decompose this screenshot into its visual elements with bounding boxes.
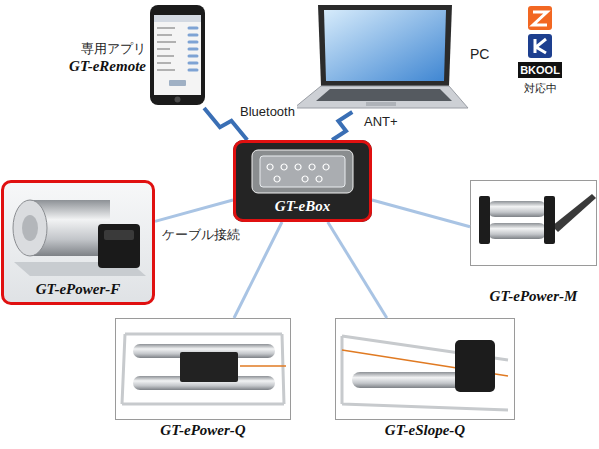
photo-frame: [471, 181, 597, 266]
drum-end: [13, 200, 47, 256]
end-block: [479, 196, 490, 244]
node-text: 専用アプリ: [81, 40, 146, 58]
ebox-screws: [267, 164, 329, 182]
ebox-illustration: [233, 140, 372, 222]
cable-line: [372, 200, 470, 227]
pc-node: PC: [292, 2, 492, 112]
app-button: [169, 80, 186, 86]
node-text: PC: [470, 46, 489, 62]
laptop-keyboard: [316, 89, 452, 101]
node-text: GT-eBox: [236, 198, 369, 215]
laptop-base: [294, 86, 468, 108]
drum-hub: [22, 215, 38, 241]
phone-screen: [154, 15, 201, 95]
photo-frame: [116, 319, 291, 420]
link-label: ANT+: [362, 114, 400, 129]
link-label: Bluetooth: [238, 104, 297, 119]
motor-unit: [98, 224, 140, 268]
home-button: [175, 97, 181, 103]
laptop-touchpad: [366, 102, 396, 106]
logo-text: BKOOL: [518, 62, 562, 78]
node-text: GT-ePower-Q: [115, 422, 291, 439]
roller-unit: GT-ePower-M: [470, 180, 597, 308]
end-block: [544, 196, 555, 244]
zwift-logo: [528, 6, 552, 30]
note-text: 対応中: [518, 81, 562, 96]
laptop-screen: [324, 10, 446, 81]
app-rows: [157, 28, 176, 70]
frame-rails: [342, 336, 508, 410]
laptop-bezel: [318, 5, 452, 86]
rear-roller: [487, 223, 547, 239]
epower-f-illustration: [2, 181, 154, 304]
node-text: GT-ePower-F: [4, 281, 152, 298]
node-text: GT-eRemote: [69, 58, 146, 75]
roller-unit: GT-ePower-Q: [115, 318, 291, 442]
controller-box: GT-eBox: [233, 140, 372, 222]
cable-line: [328, 222, 387, 318]
motor-detail: [104, 230, 134, 240]
zwift-mark: [533, 12, 547, 25]
ebox-lid: [260, 156, 345, 187]
cable-line: [155, 200, 233, 221]
roller-unit: GT-ePower-F: [1, 180, 155, 305]
render-ground: [2, 181, 154, 304]
ebox-photo-ground: [233, 140, 372, 222]
epower-q-illustration: [116, 319, 291, 420]
photo-frame: [336, 319, 515, 420]
phone-body: [150, 5, 205, 105]
cable: [240, 365, 286, 367]
drive-belt-housing: [180, 352, 238, 382]
frame-rails: [122, 334, 284, 404]
link-label: ケーブル接続: [160, 226, 242, 244]
wireless-link: [332, 112, 352, 140]
node-text: GT-ePower-M: [470, 288, 597, 305]
epower-m-illustration: [471, 181, 597, 266]
frame-rail: [552, 194, 596, 232]
eslope-q-illustration: [336, 319, 515, 420]
kinomap-logo: [528, 34, 552, 58]
phone-illustration: [150, 5, 205, 105]
app-logos: [528, 6, 552, 58]
node-text: GT-eSlope-Q: [335, 422, 515, 439]
roller: [352, 372, 464, 388]
ebox-case: [252, 150, 353, 193]
laptop-illustration: [294, 5, 468, 108]
slope-actuator: [455, 340, 495, 392]
app-toggles: [189, 28, 197, 70]
app-header: [154, 15, 201, 22]
roller-unit: GT-eSlope-Q: [335, 318, 515, 442]
app-node: 専用アプリGT-eRemote: [60, 4, 208, 108]
front-roller: [487, 201, 547, 217]
kinomap-mark: [535, 39, 546, 53]
